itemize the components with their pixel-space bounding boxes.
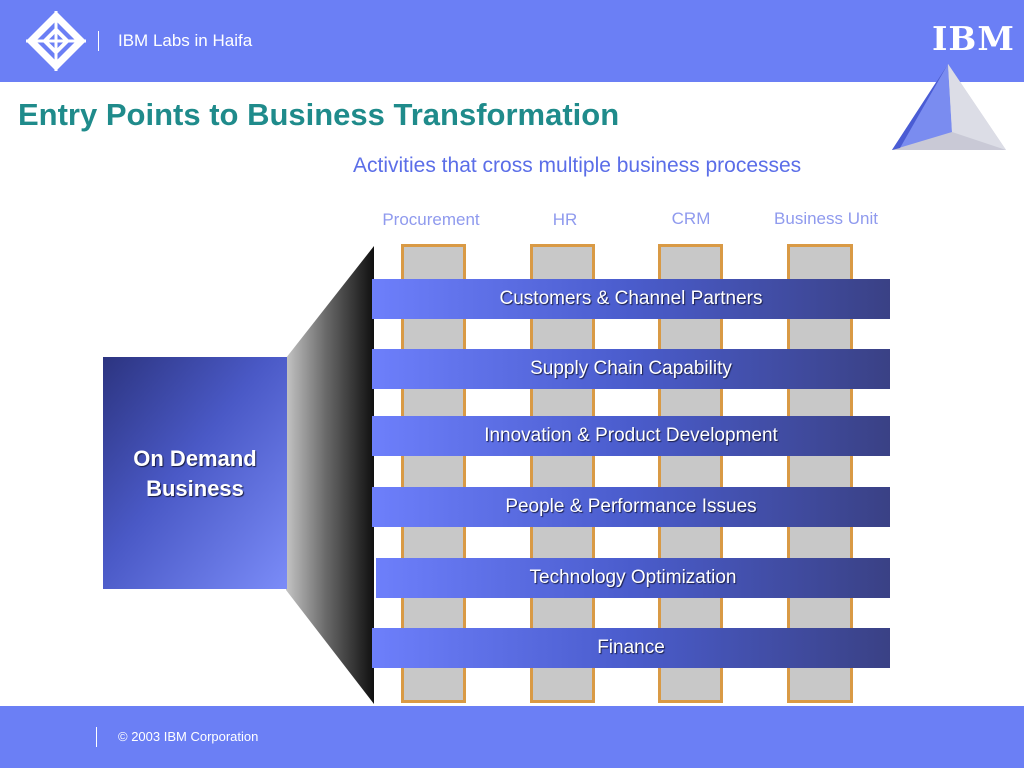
on-demand-line-2: Business [146, 476, 244, 501]
slide-subtitle: Activities that cross multiple business … [353, 154, 802, 177]
band-technology-optimization: Technology Optimization [376, 558, 890, 598]
band-innovation-product-development: Innovation & Product Development [372, 416, 890, 456]
band-supply-chain-capability: Supply Chain Capability [372, 349, 890, 389]
column-label-procurement: Procurement [382, 210, 480, 229]
funnel-connector [286, 246, 374, 704]
copyright-text: © 2003 IBM Corporation [118, 729, 259, 744]
on-demand-line-1: On Demand [133, 446, 257, 471]
header-divider [98, 31, 99, 51]
band-people-performance-issues: People & Performance Issues [372, 487, 890, 527]
footer-bar [0, 706, 1024, 768]
column-bar-procurement [401, 244, 466, 703]
header-bar [0, 0, 1024, 82]
on-demand-business-label: On Demand Business [103, 444, 287, 504]
pyramid-icon [892, 64, 1006, 150]
slide-title: Entry Points to Business Transformation [18, 97, 620, 132]
lab-name: IBM Labs in Haifa [118, 31, 253, 50]
band-customers-channel-partners: Customers & Channel Partners [372, 279, 890, 319]
column-bar-business-unit [787, 244, 853, 703]
column-label-crm: CRM [671, 209, 711, 228]
column-label-hr: HR [552, 210, 578, 229]
band-finance: Finance [372, 628, 890, 668]
diamond-logo-icon [26, 11, 86, 71]
column-bar-hr [530, 244, 595, 703]
column-bar-crm [658, 244, 723, 703]
ibm-logo: IBM [932, 19, 1015, 58]
footer-divider [96, 727, 97, 747]
column-label-business-unit: Business Unit [774, 209, 878, 228]
on-demand-business-box [103, 357, 287, 589]
